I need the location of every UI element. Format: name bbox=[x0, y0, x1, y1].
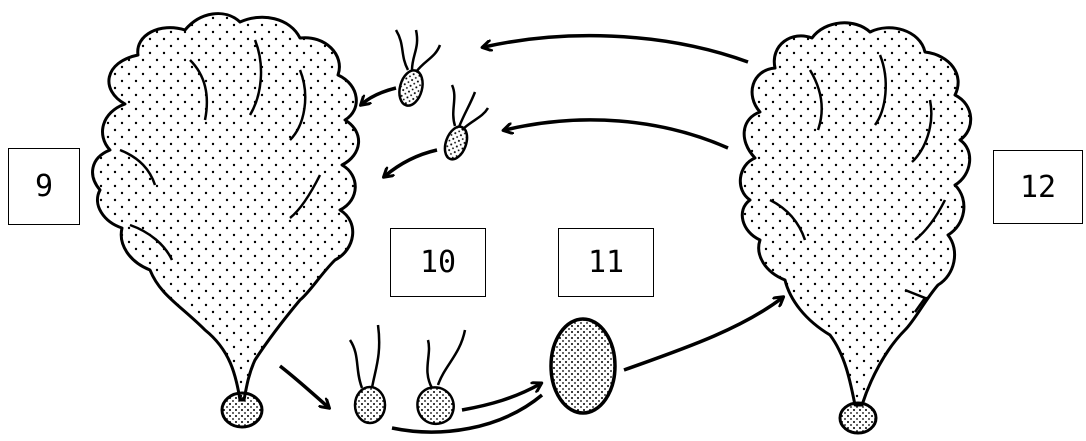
seaweed-right-fold-3 bbox=[911, 99, 933, 163]
seaweed-left-fold-2 bbox=[248, 39, 263, 116]
seaweed-right-fold-5 bbox=[914, 199, 947, 241]
zoospore-flagellum bbox=[415, 44, 442, 73]
zoospore-flagellum bbox=[457, 91, 477, 128]
zoospore-body bbox=[398, 69, 424, 107]
seaweed-right-blade bbox=[739, 21, 973, 407]
seaweed-right-fold-6 bbox=[904, 288, 927, 313]
seaweed-left-holdfast bbox=[220, 391, 264, 429]
label-box-12: 12 bbox=[993, 150, 1083, 224]
zoospore-top-1 bbox=[394, 29, 442, 107]
label-box-10: 10 bbox=[390, 228, 486, 297]
seaweed-left-blade bbox=[91, 12, 361, 402]
zoospore-flagellum bbox=[461, 107, 490, 131]
label-box-11: 11 bbox=[558, 228, 654, 297]
label-11-text: 11 bbox=[587, 245, 625, 280]
zoospore-top-2 bbox=[443, 84, 490, 161]
label-9-text: 9 bbox=[34, 169, 54, 204]
seaweed-left bbox=[91, 12, 361, 429]
seaweed-left-fold-6 bbox=[129, 223, 174, 261]
zoospore-flagellum bbox=[410, 29, 419, 71]
seaweed-left-fold-4 bbox=[119, 148, 157, 186]
zoospore-body bbox=[443, 125, 469, 161]
gamete-small bbox=[348, 324, 387, 425]
label-10-text: 10 bbox=[419, 245, 457, 280]
seaweed-right-fold-4 bbox=[769, 198, 807, 241]
seaweed-left-fold-5 bbox=[289, 174, 322, 219]
arrow-right-to-zoospore-2 bbox=[505, 118, 729, 150]
seaweed-right-holdfast bbox=[838, 401, 878, 435]
arrow-zoospore-1-to-left bbox=[362, 86, 397, 104]
arrow-zoospore-2-to-left bbox=[385, 148, 438, 176]
arrow-zygote-to-right bbox=[623, 298, 782, 372]
seaweed-right-fold-2 bbox=[873, 54, 887, 126]
label-box-9: 9 bbox=[8, 148, 80, 225]
gamete-body bbox=[416, 386, 455, 426]
seaweed-right bbox=[739, 21, 973, 435]
seaweed-right-fold-1 bbox=[808, 69, 823, 131]
gamete-body bbox=[353, 385, 387, 425]
gamete-flagellum bbox=[426, 339, 434, 389]
zygote bbox=[549, 317, 617, 415]
zoospore-flagellum bbox=[450, 84, 457, 127]
arrow-gamete-to-zygote bbox=[461, 384, 540, 412]
gamete-flagellum bbox=[370, 324, 381, 389]
zoospore-flagellum bbox=[394, 29, 410, 71]
arrow-gamete-underline-to-zygote bbox=[391, 393, 544, 434]
gamete-large bbox=[416, 329, 467, 426]
gamete-flagellum bbox=[348, 339, 364, 389]
seaweed-left-fold-3 bbox=[289, 69, 307, 141]
arrow-left-to-gametes bbox=[278, 364, 328, 407]
gamete-flagellum bbox=[436, 329, 467, 386]
arrow-right-to-zoospore-1 bbox=[484, 33, 749, 64]
label-12-text: 12 bbox=[1019, 169, 1057, 205]
seaweed-left-fold-1 bbox=[189, 59, 209, 121]
